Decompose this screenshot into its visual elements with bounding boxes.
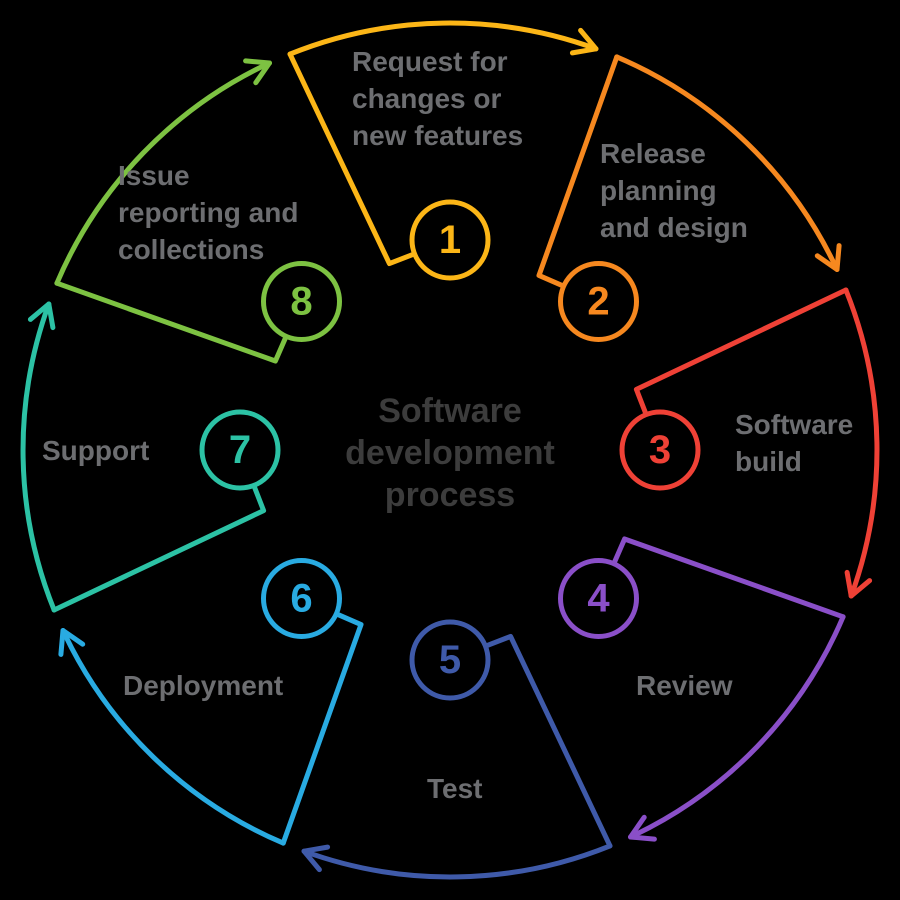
diagram-center-title: Software development process (345, 392, 555, 514)
step-6-arrow-icon (58, 628, 86, 657)
step-3-arrow-icon (844, 569, 873, 599)
step-4-arrow-icon (628, 814, 657, 842)
step-3-number: 3 (649, 428, 671, 472)
step-2-label: Release planning and design (600, 138, 748, 243)
step-2-arc (614, 54, 840, 272)
step-1-label-line: Request for (352, 46, 508, 77)
step-1-label-line: changes or (352, 83, 501, 114)
step-4-connector (611, 536, 846, 620)
step-2-segment: 2 Release planning and design (536, 54, 842, 342)
step-2-connector (536, 54, 620, 289)
step-8-connector (54, 280, 289, 364)
diagram-center-title-line: process (385, 476, 515, 514)
diagram-center-title-line: development (345, 434, 555, 472)
step-5-arc (301, 843, 613, 880)
step-3-connector (633, 287, 849, 418)
step-3-number-circle (619, 409, 701, 491)
step-7-number-circle (199, 409, 281, 491)
step-7-arc (20, 301, 57, 613)
step-5-number: 5 (439, 638, 461, 682)
step-3-label-line: Software (735, 409, 853, 440)
step-1-connector (287, 51, 418, 267)
step-8-number-circle (261, 261, 342, 342)
step-7-arrow-icon (27, 301, 56, 331)
step-5-label: Test (427, 773, 483, 804)
step-3-label: Software build (735, 409, 853, 477)
step-4-arc (628, 614, 846, 840)
step-6-number: 6 (290, 577, 312, 621)
step-7-number: 7 (229, 428, 251, 472)
step-1-segment: 1 Request for changes or new features (287, 20, 599, 281)
step-8-arc (54, 60, 272, 286)
step-6-label: Deployment (123, 670, 283, 701)
step-2-label-line: and design (600, 212, 748, 243)
step-8-label-line: Issue (118, 160, 190, 191)
step-3-label-line: build (735, 446, 802, 477)
step-2-label-line: planning (600, 175, 717, 206)
step-2-label-line: Release (600, 138, 706, 169)
step-5-number-circle (409, 619, 491, 701)
step-6-arc (60, 628, 286, 846)
step-8-label: Issue reporting and collections (118, 160, 298, 265)
step-3-arc (843, 287, 880, 599)
step-8-label-line: collections (118, 234, 264, 265)
step-2-arrow-icon (814, 243, 842, 272)
step-8-label-line: reporting and (118, 197, 298, 228)
step-6-label-line: Deployment (123, 670, 283, 701)
step-1-label: Request for changes or new features (352, 46, 523, 151)
step-2-number-circle (558, 261, 639, 342)
step-6-number-circle (261, 558, 342, 639)
step-5-label-line: Test (427, 773, 483, 804)
step-5-connector (482, 633, 613, 849)
step-4-number-circle (558, 558, 639, 639)
step-4-label-line: Review (636, 670, 733, 701)
step-5-arrow-icon (301, 844, 331, 873)
diagram-center-title-line: Software (378, 392, 522, 430)
step-4-label: Review (636, 670, 733, 701)
step-4-number: 4 (587, 577, 610, 621)
step-1-label-line: new features (352, 120, 523, 151)
step-7-label-line: Support (42, 435, 149, 466)
step-7-segment: 7 Support (20, 301, 281, 613)
step-2-number: 2 (587, 280, 609, 324)
step-7-label: Support (42, 435, 149, 466)
step-8-number: 8 (290, 280, 312, 324)
step-3-segment: 3 Software build (619, 287, 880, 599)
step-6-connector (280, 611, 364, 846)
step-1-number: 1 (439, 218, 461, 262)
step-8-segment: 8 Issue reporting and collections (54, 58, 342, 364)
step-1-arrow-icon (569, 27, 599, 56)
step-7-connector (51, 482, 267, 613)
step-1-arc (287, 20, 599, 57)
step-8-arrow-icon (243, 58, 272, 86)
step-1-number-circle (409, 199, 491, 281)
